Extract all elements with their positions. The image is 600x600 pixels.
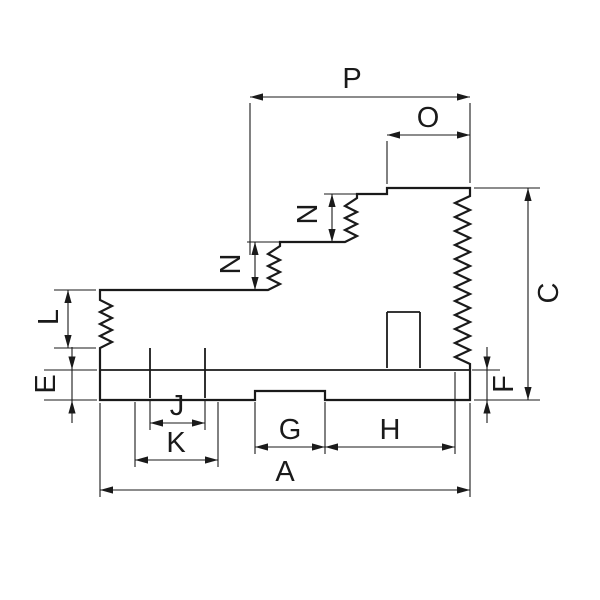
dim-label-K: K [166, 427, 186, 459]
left-mount-slot-lines [149, 348, 206, 398]
dim-O [386, 131, 470, 184]
dim-J [149, 400, 206, 430]
dim-label-E: E [30, 374, 62, 393]
dim-A [99, 403, 471, 497]
dim-label-L: L [33, 309, 65, 325]
dim-label-C: C [533, 283, 565, 304]
right-mount-slot-lines [386, 311, 421, 368]
label-layer: P O N N C L E F J K G H A [30, 63, 565, 488]
jaw-profile-outline [97, 186, 473, 402]
dim-label-F: F [488, 375, 520, 393]
dim-label-P: P [342, 63, 361, 95]
dim-E [44, 347, 97, 423]
dim-label-H: H [380, 414, 401, 446]
dim-P [249, 93, 471, 255]
dim-label-G: G [279, 414, 302, 446]
dim-label-O: O [417, 102, 440, 134]
dim-label-A: A [275, 456, 295, 488]
dim-H [325, 372, 456, 454]
dim-label-N-lower: N [215, 254, 247, 275]
geometry-layer [44, 93, 540, 497]
dim-L [54, 289, 96, 349]
dim-label-N-upper: N [292, 204, 324, 225]
dim-N-lower [247, 241, 280, 290]
dim-K [134, 402, 219, 467]
dim-N-upper [324, 193, 357, 242]
dim-F [472, 347, 500, 423]
dim-label-J: J [170, 390, 185, 422]
dim-C [474, 187, 540, 401]
